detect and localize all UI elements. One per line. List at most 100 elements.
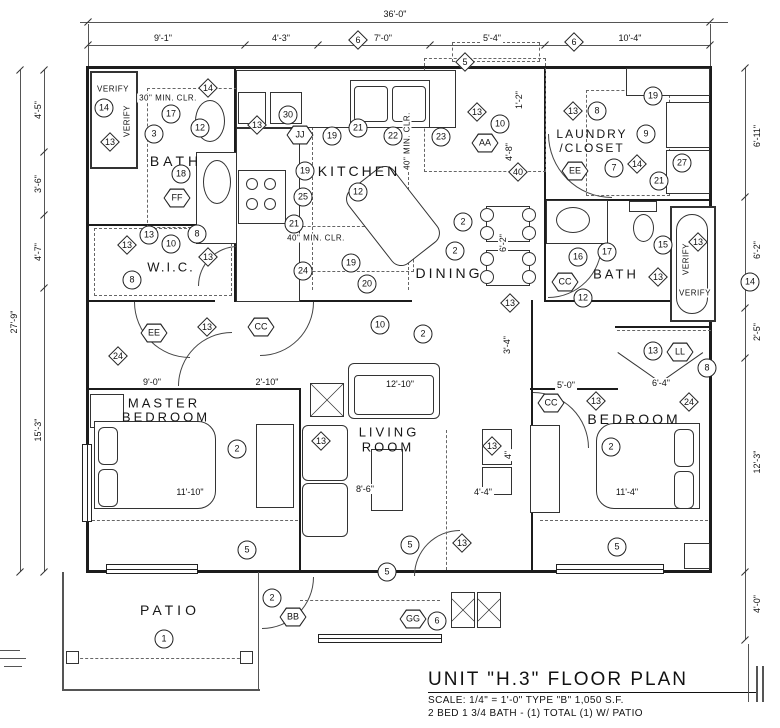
dining-chair-5 [480, 252, 494, 266]
tv-cabinet [310, 383, 344, 417]
bedroom-pillow-1 [674, 429, 694, 467]
dryer [666, 150, 710, 194]
callout-hex-cc: CC [551, 272, 579, 292]
dimension-label: 11'-4" [613, 487, 641, 497]
dimension-label: 27'-9" [9, 308, 19, 336]
callout-hex-ee: EE [140, 323, 168, 343]
callout-circle-12: 12 [573, 288, 593, 308]
wall-left [86, 66, 89, 573]
window-porch [318, 634, 442, 643]
armchair-2 [302, 483, 348, 537]
program-note: 2 BED 1 3/4 BATH - (1) TOTAL (1) W/ PATI… [428, 708, 643, 719]
callout-diamond-13: 13 [563, 101, 583, 121]
callout-diamond-13: 13 [688, 232, 708, 252]
callout-diamond-14: 14 [627, 154, 647, 174]
hex-fill [287, 126, 313, 144]
callout-diamond-13: 13 [500, 293, 520, 313]
dimension-label: 11'-10" [174, 487, 206, 497]
dining-chair-6 [480, 270, 494, 284]
callout-circle-21: 21 [348, 118, 368, 138]
callout-circle-21: 21 [284, 214, 304, 234]
dimension-label: 3'-6" [33, 173, 43, 195]
dimension-label: 2'-5" [752, 321, 762, 343]
wall-hall-top-b [235, 300, 412, 302]
callout-diamond-13: 13 [198, 247, 218, 267]
hex-fill [538, 394, 564, 412]
callout-diamond-13: 13 [117, 235, 137, 255]
callout-diamond-13: 13 [100, 132, 120, 152]
closet-line [617, 330, 711, 331]
callout-circle-9: 9 [636, 124, 656, 144]
dimension-label: 6'-11" [752, 122, 762, 150]
callout-diamond-13: 13 [467, 102, 487, 122]
hex-fill [472, 134, 498, 152]
callout-circle-3: 3 [144, 124, 164, 144]
callout-circle-13: 13 [139, 225, 159, 245]
callout-diamond-24: 24 [108, 346, 128, 366]
wall-master-living [299, 388, 301, 572]
dim-line-top-segments [88, 45, 710, 46]
entry-hall-line [446, 430, 447, 570]
callout-circle-2: 2 [262, 588, 282, 608]
dining-chair-8 [522, 270, 536, 284]
dimension-label: 4'-3" [270, 33, 292, 43]
master-pillow-1 [98, 427, 118, 465]
dimension-label: 12'-10" [384, 379, 416, 389]
dimension-label: 2'-10" [253, 377, 281, 387]
callout-circle-24: 24 [293, 261, 313, 281]
window-master-left [82, 444, 92, 522]
sink-left [203, 160, 231, 204]
callout-circle-17: 17 [597, 242, 617, 262]
wall-closet-top [615, 326, 711, 328]
callout-circle-17: 17 [161, 104, 181, 124]
dim-line-left-segments [44, 70, 45, 572]
hex-fill [552, 273, 578, 291]
bedroom-corner-table [684, 543, 710, 569]
callout-diamond-24: 24 [679, 392, 699, 412]
callout-circle-27: 27 [672, 153, 692, 173]
note-label: VERIFY [677, 288, 713, 298]
callout-hex-jj: JJ [286, 125, 314, 145]
callout-circle-19: 19 [322, 126, 342, 146]
room-label-room: ROOM [361, 439, 415, 455]
burner-2 [264, 178, 276, 190]
callout-circle-2: 2 [601, 437, 621, 457]
dimension-label: 5'-0" [555, 380, 577, 390]
dimension-label: 6'-2" [752, 239, 762, 261]
room-label-dining: DINING [415, 265, 483, 281]
master-break-line [92, 520, 298, 521]
dimension-label: 36'-0" [381, 9, 409, 19]
dining-chair-4 [522, 226, 536, 240]
callout-circle-5: 5 [377, 562, 397, 582]
callout-circle-13: 13 [643, 341, 663, 361]
window-bedroom-bottom [556, 564, 664, 574]
dimension-label: 3'-4" [502, 334, 512, 356]
room-label-kitchen: KITCHEN [317, 163, 401, 179]
room-label-bedroom: BEDROOM [121, 409, 211, 425]
callout-circle-19: 19 [341, 253, 361, 273]
patio-post-left [66, 651, 79, 664]
room-label-master: MASTER [127, 395, 201, 411]
dimension-label: 4'-0" [752, 593, 762, 615]
master-dresser [256, 424, 294, 508]
dimension-label: 4" [503, 448, 513, 462]
callout-circle-1: 1 [154, 629, 174, 649]
note-label: VERIFY [95, 84, 131, 94]
callout-diamond-13: 13 [247, 115, 267, 135]
callout-diamond-13: 13 [482, 436, 502, 456]
dining-chair-2 [480, 226, 494, 240]
callout-circle-22: 22 [383, 126, 403, 146]
burner-3 [246, 198, 258, 210]
hex-fill [562, 162, 588, 180]
callout-hex-cc: CC [537, 393, 565, 413]
callout-hex-cc: CC [247, 317, 275, 337]
hex-fill [141, 324, 167, 342]
callout-diamond-13: 13 [311, 431, 331, 451]
callout-circle-15: 15 [653, 235, 673, 255]
callout-circle-5: 5 [400, 535, 420, 555]
callout-diamond-14: 14 [198, 78, 218, 98]
title-block: UNIT "H.3" FLOOR PLAN SCALE: 1/4" = 1'-0… [428, 669, 758, 719]
room-label-bath: BATH [593, 266, 639, 282]
porch-post-1 [451, 592, 475, 628]
dimension-label: 8'-6" [354, 484, 376, 494]
